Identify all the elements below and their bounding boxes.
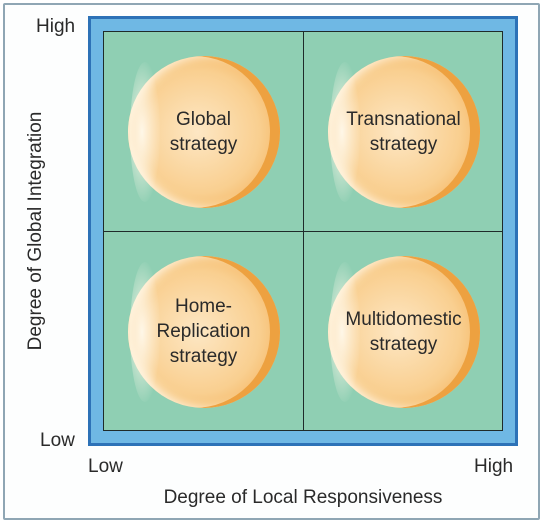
transnational-strategy-label: Transnational strategy bbox=[346, 108, 461, 155]
x-axis-title: Degree of Local Responsiveness bbox=[163, 487, 443, 508]
y-axis-low-label: Low bbox=[40, 430, 75, 451]
y-axis-high-label: High bbox=[36, 16, 76, 37]
quadrant-home-replication: Home- Replication strategy bbox=[104, 232, 303, 431]
x-axis-low-label: Low bbox=[88, 456, 123, 477]
multidomestic-strategy-label: Multidomestic strategy bbox=[345, 308, 462, 355]
quadrant-multidomestic: Multidomestic strategy bbox=[304, 232, 503, 431]
y-axis-title: Degree of Global Integration bbox=[25, 111, 46, 351]
x-axis-high-label: High bbox=[474, 456, 514, 477]
strategy-matrix: Global strategy Transnational strategy H… bbox=[103, 31, 503, 431]
home-replication-strategy-label: Home- Replication strategy bbox=[156, 296, 251, 367]
matrix-blue-frame: Global strategy Transnational strategy H… bbox=[91, 19, 515, 443]
multidomestic-strategy-circle: Multidomestic strategy bbox=[327, 255, 480, 408]
global-strategy-label: Global strategy bbox=[169, 108, 238, 155]
horizontal-divider bbox=[104, 231, 502, 232]
transnational-strategy-circle: Transnational strategy bbox=[327, 55, 480, 208]
quadrant-global: Global strategy bbox=[104, 32, 303, 231]
home-replication-strategy-circle: Home- Replication strategy bbox=[127, 255, 280, 408]
quadrant-transnational: Transnational strategy bbox=[304, 32, 503, 231]
global-strategy-circle: Global strategy bbox=[127, 55, 280, 208]
matrix-outer-border: Global strategy Transnational strategy H… bbox=[88, 16, 518, 446]
